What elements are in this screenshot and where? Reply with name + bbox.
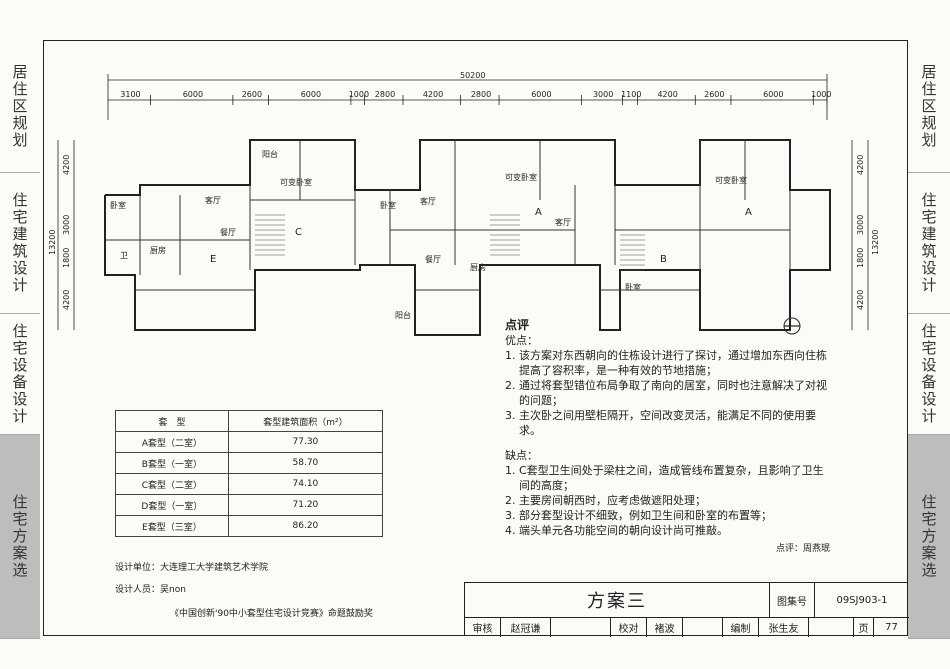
room-label: 阳台 xyxy=(262,149,278,159)
right-dimension: 4200 xyxy=(856,290,865,310)
page-number: 77 xyxy=(885,622,898,633)
comment-heading: 点评 xyxy=(505,318,530,332)
top-dimension: 1000 xyxy=(349,90,369,99)
side-nav-right: 居住区规划 住宅建筑设计 住宅设备设计 住宅方案选 xyxy=(908,40,950,639)
reviewer: 点评：周燕珉 xyxy=(775,544,830,554)
room-label: 卧室 xyxy=(110,200,126,210)
table-row: B套型（一室）58.70 xyxy=(115,452,384,474)
top-dimension: 4200 xyxy=(423,90,443,99)
north-arrow-icon xyxy=(783,317,801,335)
left-dimension: 4200 xyxy=(62,155,71,175)
table-row: C套型（二室）74.10 xyxy=(115,473,384,495)
top-dimension: 2600 xyxy=(242,90,262,99)
compiler-signature xyxy=(809,618,854,637)
check-label: 校对 xyxy=(611,618,647,637)
unit-label-b: B xyxy=(660,254,667,265)
reviewer-name: 赵冠谦 xyxy=(501,618,551,637)
award-note: 《中国创新'90中小套型住宅设计竞赛》命题鼓励奖 xyxy=(170,609,373,619)
side-section-planning-r[interactable]: 居住区规划 xyxy=(908,40,950,173)
side-nav-left: 居住区规划 住宅建筑设计 住宅设备设计 住宅方案选 xyxy=(0,40,40,639)
pros-title: 优点： xyxy=(505,334,538,347)
room-label: 餐厅 xyxy=(220,228,236,237)
room-label: 卧室 xyxy=(380,200,396,210)
table-row: A套型（二室）77.30 xyxy=(115,431,384,453)
left-dimension: 3000 xyxy=(62,215,71,235)
table-header: 套型建筑面积（m²） xyxy=(227,410,384,432)
total-dimension: 50200 xyxy=(460,71,485,80)
side-section-building-r[interactable]: 住宅建筑设计 xyxy=(908,173,950,314)
left-total-dimension: 13200 xyxy=(48,230,57,255)
room-label: 客厅 xyxy=(420,196,436,206)
table-row: E套型（三室）86.20 xyxy=(115,515,384,537)
compiler-name: 张生友 xyxy=(759,618,809,637)
top-dimension: 1100 xyxy=(621,90,641,99)
compile-label: 编制 xyxy=(723,618,759,637)
room-label: 厨房 xyxy=(150,245,166,255)
drawing-frame xyxy=(43,40,908,636)
con-item: 3. 部分套型设计不细致，例如卫生间和卧室的布置等； xyxy=(505,509,772,522)
unit-label-a2: A xyxy=(745,207,752,218)
con-item: 4. 端头单元各功能空间的朝向设计尚可推敲。 xyxy=(505,524,728,537)
con-item: 1. C套型卫生间处于梁柱之间，造成管线布置复杂，且影响了卫生间的高度； xyxy=(505,464,824,492)
unit-label-a1: A xyxy=(535,207,542,218)
top-dimension: 4200 xyxy=(657,90,677,99)
room-label: 客厅 xyxy=(555,217,571,227)
right-total-dimension: 13200 xyxy=(871,230,880,255)
top-dimension: 2800 xyxy=(471,90,491,99)
pro-item: 1. 该方案对东西朝向的住栋设计进行了探讨，通过增加东西向住栋提高了容积率，是一… xyxy=(505,349,827,377)
table-header: 套 型 xyxy=(115,410,229,432)
side-section-building[interactable]: 住宅建筑设计 xyxy=(0,173,40,314)
side-section-equipment[interactable]: 住宅设备设计 xyxy=(0,314,40,435)
top-dimension: 6000 xyxy=(763,90,783,99)
top-dimension: 1000 xyxy=(811,90,831,99)
con-item: 2. 主要房间朝西时，应考虑做遮阳处理； xyxy=(505,494,706,507)
reviewer-signature xyxy=(551,618,611,637)
room-label: 卧室 xyxy=(625,282,641,292)
review-comments: 点评 优点： 1. 该方案对东西朝向的住栋设计进行了探讨，通过增加东西向住栋提高… xyxy=(505,318,830,557)
side-section-planning[interactable]: 居住区规划 xyxy=(0,40,40,173)
room-label: 厨房 xyxy=(470,262,486,272)
table-row: D套型（一室）71.20 xyxy=(115,494,384,516)
left-dimension: 4200 xyxy=(62,290,71,310)
title-block: 方案三 图集号 09SJ903-1 审核 赵冠谦 校对 褚波 编制 张生友 页 … xyxy=(464,582,909,637)
unit-label-c: C xyxy=(295,227,302,238)
design-unit: 设计单位：大连理工大学建筑艺术学院 xyxy=(115,563,269,573)
top-dimension: 6000 xyxy=(531,90,551,99)
checker-signature xyxy=(683,618,723,637)
left-dimension: 1800 xyxy=(62,248,71,268)
designer: 设计人员：吴non xyxy=(115,585,186,595)
pro-item: 3. 主次卧之间用壁柜隔开，空间改变灵活，能满足不同的使用要求。 xyxy=(505,409,816,437)
sheet-title: 方案三 xyxy=(465,583,770,618)
side-section-equipment-r[interactable]: 住宅设备设计 xyxy=(908,314,950,435)
right-dimension: 3000 xyxy=(856,215,865,235)
side-section-schemes-r[interactable]: 住宅方案选 xyxy=(908,435,950,639)
top-dimension: 2600 xyxy=(704,90,724,99)
top-dimension: 3000 xyxy=(593,90,613,99)
pro-item: 2. 通过将套型错位布局争取了南向的居室，同时也注意解决了对视的问题； xyxy=(505,379,827,407)
top-dimension: 6000 xyxy=(183,90,203,99)
room-label: 可变卧室 xyxy=(715,175,747,185)
room-label: 阳台 xyxy=(395,310,411,320)
atlas-number: 09SJ903-1 xyxy=(815,583,909,618)
table-header-row: 套 型 套型建筑面积（m²） xyxy=(115,410,384,432)
checker-name: 褚波 xyxy=(647,618,683,637)
review-label: 审核 xyxy=(465,618,501,637)
room-label: 客厅 xyxy=(205,195,221,205)
atlas-label: 图集号 xyxy=(770,583,815,618)
page-label: 页 xyxy=(854,618,874,637)
top-dimension: 3100 xyxy=(120,90,140,99)
right-dimension: 4200 xyxy=(856,155,865,175)
top-dimension: 2800 xyxy=(375,90,395,99)
cons-title: 缺点： xyxy=(505,449,538,462)
unit-label-e: E xyxy=(210,254,216,265)
room-label: 餐厅 xyxy=(425,255,441,264)
room-label: 可变卧室 xyxy=(280,177,312,187)
room-label: 可变卧室 xyxy=(505,172,537,182)
area-table: 套 型 套型建筑面积（m²） A套型（二室）77.30 B套型（一室）58.70… xyxy=(115,410,384,537)
side-section-schemes[interactable]: 住宅方案选 xyxy=(0,435,40,639)
top-dimension: 6000 xyxy=(301,90,321,99)
room-label: 卫 xyxy=(120,251,128,260)
right-dimension: 1800 xyxy=(856,248,865,268)
